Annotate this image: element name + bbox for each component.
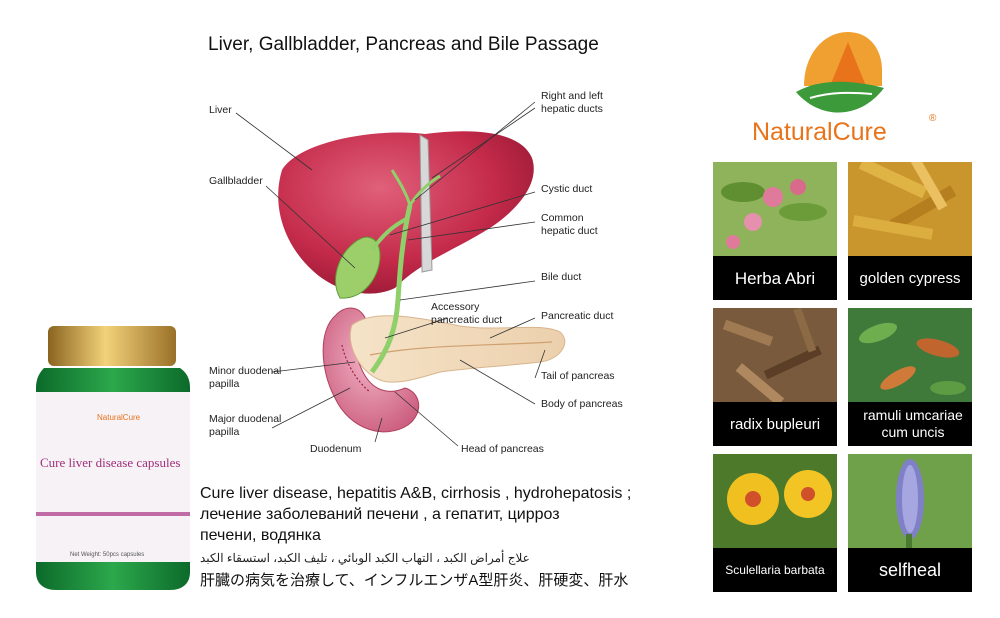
label-pancreatic-duct: Pancreatic duct	[541, 310, 614, 322]
label-body-pancreas: Body of pancreas	[541, 398, 623, 410]
label-accessory-duct: Accessory pancreatic duct	[431, 301, 503, 326]
herb-label: ramuli umcariae cum uncis	[848, 402, 972, 446]
liver-anatomy-diagram	[235, 101, 566, 447]
bottle-cap	[48, 326, 176, 366]
herb-label: Herba Abri	[713, 256, 837, 300]
label-cystic-duct: Cystic duct	[541, 183, 593, 195]
herb-tile-sculellaria-barbata: Sculellaria barbata	[713, 454, 837, 592]
herb-label: Sculellaria barbata	[713, 548, 837, 592]
label-common-hepatic-duct: Common hepatic duct	[541, 212, 598, 237]
label-hepatic-ducts: Right and left hepatic ducts	[541, 90, 603, 115]
duodenum-inner	[341, 344, 371, 393]
gallbladder-shape	[335, 236, 381, 299]
label-bile-duct: Bile duct	[541, 271, 582, 283]
brand-name: NaturalCure	[752, 118, 887, 146]
label-major-papilla: Major duodenal papilla	[209, 413, 282, 438]
diagram-title: Liver, Gallbladder, Pancreas and Bile Pa…	[208, 34, 599, 55]
hepatic-duct-right	[390, 169, 412, 206]
herb-tile-herba-abri: Herba Abri	[713, 162, 837, 300]
herb-tile-ramuli-umcariae: ramuli umcariae cum uncis	[848, 308, 972, 446]
cystic-duct-path	[370, 216, 409, 252]
herb-label: selfheal	[848, 548, 972, 592]
description-japanese: 肝臓の病気を治療して、インフルエンザA型肝炎、肝硬変、肝水	[200, 572, 629, 589]
bile-duct-path	[369, 204, 413, 374]
description-arabic: علاج أمراض الكبد ، التهاب الكبد الوبائي …	[200, 551, 530, 565]
herb-tile-selfheal: selfheal	[848, 454, 972, 592]
leader-lines	[235, 101, 546, 447]
label-tail-pancreas: Tail of pancreas	[541, 370, 615, 382]
label-liver: Liver	[209, 104, 232, 116]
hepatic-duct-left	[408, 174, 441, 206]
bottle-brand-text: NaturalCure	[97, 413, 141, 422]
herb-tile-golden-cypress: golden cypress	[848, 162, 972, 300]
description-russian-line1: лечение заболеваний печени , а гепатит, …	[200, 506, 560, 523]
label-head-pancreas: Head of pancreas	[461, 443, 544, 455]
bottle-product-name: Cure liver disease capsules	[40, 455, 181, 470]
description-english: Cure liver disease, hepatitis A&B, cirrh…	[200, 485, 632, 502]
brand-registered-mark: ®	[929, 113, 937, 124]
bottle-net-weight: Net Weight: 50pcs capsules	[70, 552, 145, 558]
brand-logo-icon	[796, 32, 884, 113]
label-gallbladder: Gallbladder	[209, 175, 263, 187]
label-duodenum: Duodenum	[310, 443, 362, 455]
product-bottle	[36, 326, 190, 590]
label-minor-papilla: Minor duodenal papilla	[209, 365, 282, 390]
description-russian-line2: печени, водянка	[200, 527, 321, 544]
herb-tile-radix-bupleuri: radix bupleuri	[713, 308, 837, 446]
herb-label: golden cypress	[848, 256, 972, 300]
herb-label: radix bupleuri	[713, 402, 837, 446]
pancreatic-duct-line	[369, 341, 553, 356]
bottle-label	[36, 392, 190, 562]
